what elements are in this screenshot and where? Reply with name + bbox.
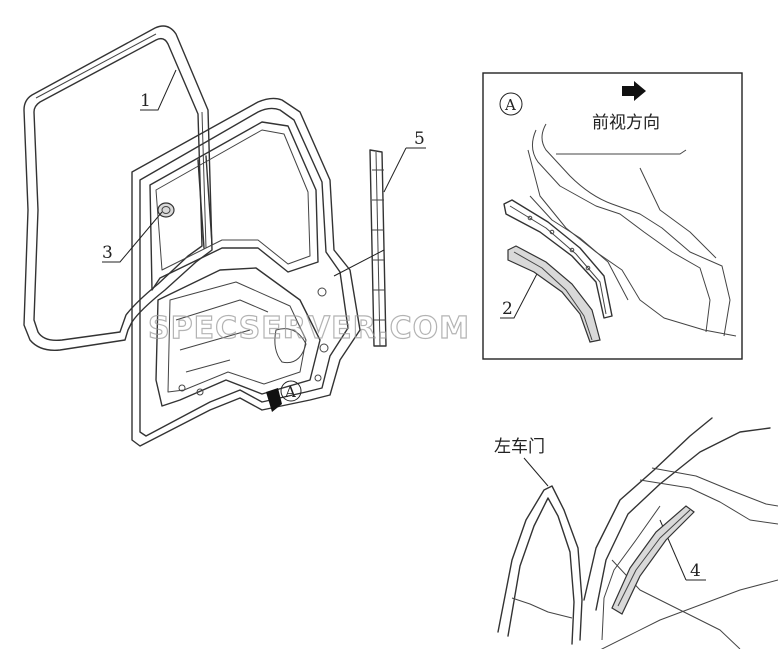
callout-3: 3 — [102, 243, 113, 263]
left-door-label: 左车门 — [494, 437, 545, 457]
callout-1: 1 — [140, 91, 151, 111]
grommet-plug — [157, 202, 175, 218]
watermark: SPECSERVER.COM — [148, 311, 470, 346]
front-view-arrow — [622, 81, 646, 101]
svg-text:A: A — [284, 383, 296, 401]
detail-a-title: A — [504, 96, 516, 114]
callout-5: 5 — [414, 129, 425, 149]
left-door-detail — [497, 417, 778, 649]
detail-a-box: A 前视方向 — [482, 72, 743, 360]
vertical-seal-strip — [369, 149, 387, 347]
door-inner-panel — [131, 97, 361, 447]
front-view-direction-label: 前视方向 — [592, 113, 660, 133]
detail-ref-marker: A — [280, 380, 302, 402]
callout-4: 4 — [690, 561, 701, 581]
leader-lines — [102, 69, 706, 581]
callout-2: 2 — [502, 299, 513, 319]
door-seal-loop — [23, 25, 213, 351]
